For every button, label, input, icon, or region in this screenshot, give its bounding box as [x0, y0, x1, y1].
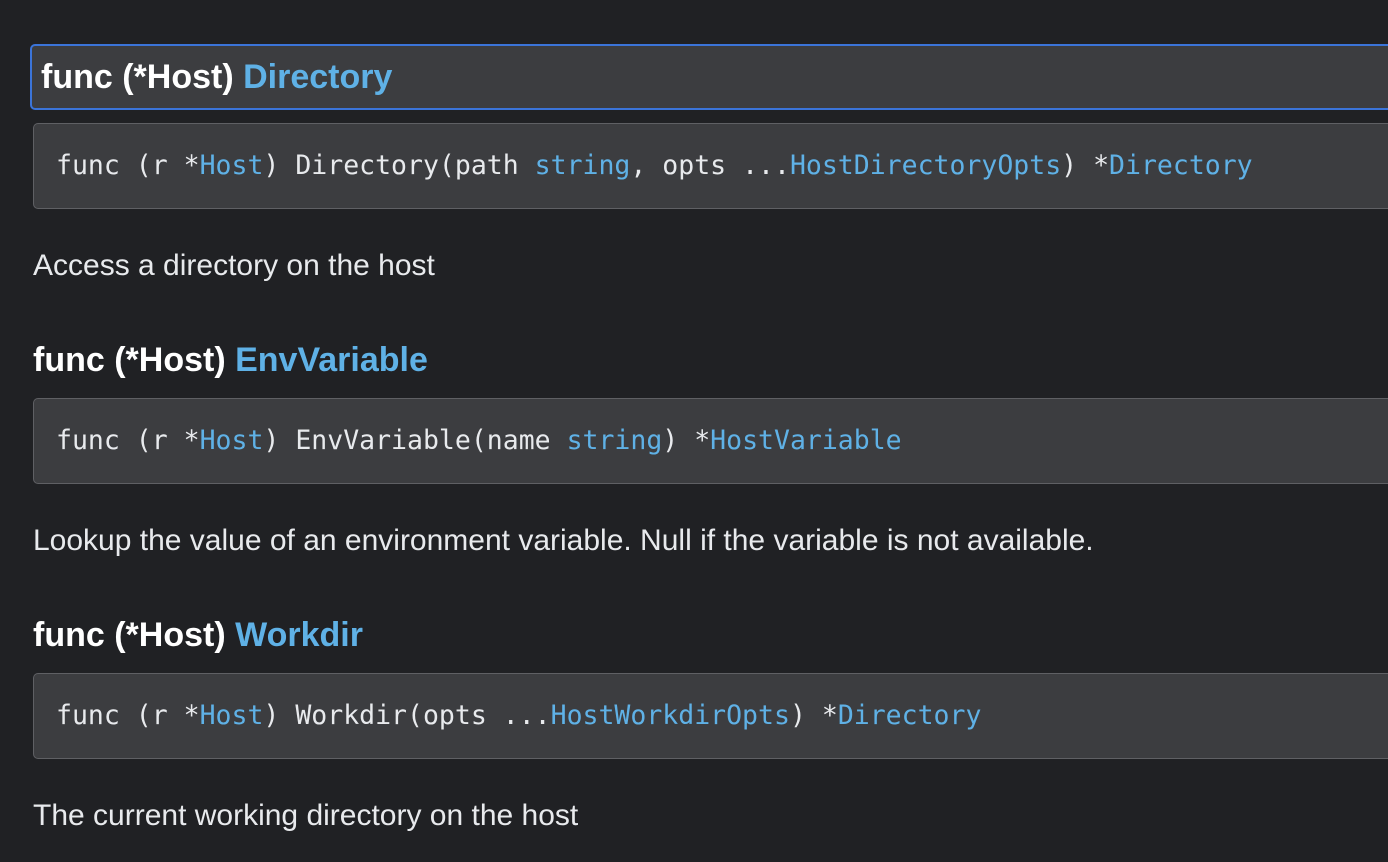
signature-text: func (r * — [56, 150, 200, 181]
heading-link-envvariable[interactable]: EnvVariable — [235, 341, 428, 379]
heading-link-directory[interactable]: Directory — [243, 58, 393, 96]
type-link-host[interactable]: Host — [199, 425, 264, 456]
signature-code-block-workdir: func (r *Host) Workdir(opts ...HostWorkd… — [33, 673, 1388, 759]
heading-link-workdir[interactable]: Workdir — [235, 616, 363, 654]
type-link-directory[interactable]: Directory — [1109, 150, 1253, 181]
type-link-host-directory-opts[interactable]: HostDirectoryOpts — [789, 150, 1062, 181]
signature-text: func (r * — [56, 700, 200, 731]
method-description-directory: Access a directory on the host — [33, 249, 435, 282]
signature-code-block-directory: func (r *Host) Directory(path string, op… — [33, 123, 1388, 209]
heading-prefix: func (*Host) — [33, 341, 236, 379]
heading-prefix: func (*Host) — [41, 58, 244, 96]
type-link-host[interactable]: Host — [199, 150, 264, 181]
type-link-string[interactable]: string — [534, 150, 631, 181]
signature-text: ) EnvVariable(name — [263, 425, 567, 456]
signature-text: , opts ... — [630, 150, 790, 181]
signature-code-block-envvariable: func (r *Host) EnvVariable(name string) … — [33, 398, 1388, 484]
signature-text: func (r * — [56, 425, 200, 456]
signature-text: ) * — [1061, 150, 1110, 181]
method-description-workdir: The current working directory on the hos… — [33, 799, 579, 832]
type-link-host-variable[interactable]: HostVariable — [710, 425, 902, 456]
method-description-envvariable: Lookup the value of an environment varia… — [33, 524, 1094, 557]
signature-text: ) * — [662, 425, 711, 456]
type-link-host-workdir-opts[interactable]: HostWorkdirOpts — [550, 700, 790, 731]
method-heading-envvariable: func (*Host) EnvVariable — [33, 330, 1388, 390]
signature-text: ) Workdir(opts ... — [263, 700, 551, 731]
signature-text: ) * — [789, 700, 838, 731]
type-link-string[interactable]: string — [566, 425, 663, 456]
method-heading-workdir: func (*Host) Workdir — [33, 605, 1388, 665]
type-link-directory[interactable]: Directory — [837, 700, 982, 731]
heading-prefix: func (*Host) — [33, 616, 236, 654]
method-heading-directory: func (*Host) Directory — [30, 44, 1388, 110]
signature-text: ) Directory(path — [263, 150, 535, 181]
type-link-host[interactable]: Host — [199, 700, 264, 731]
